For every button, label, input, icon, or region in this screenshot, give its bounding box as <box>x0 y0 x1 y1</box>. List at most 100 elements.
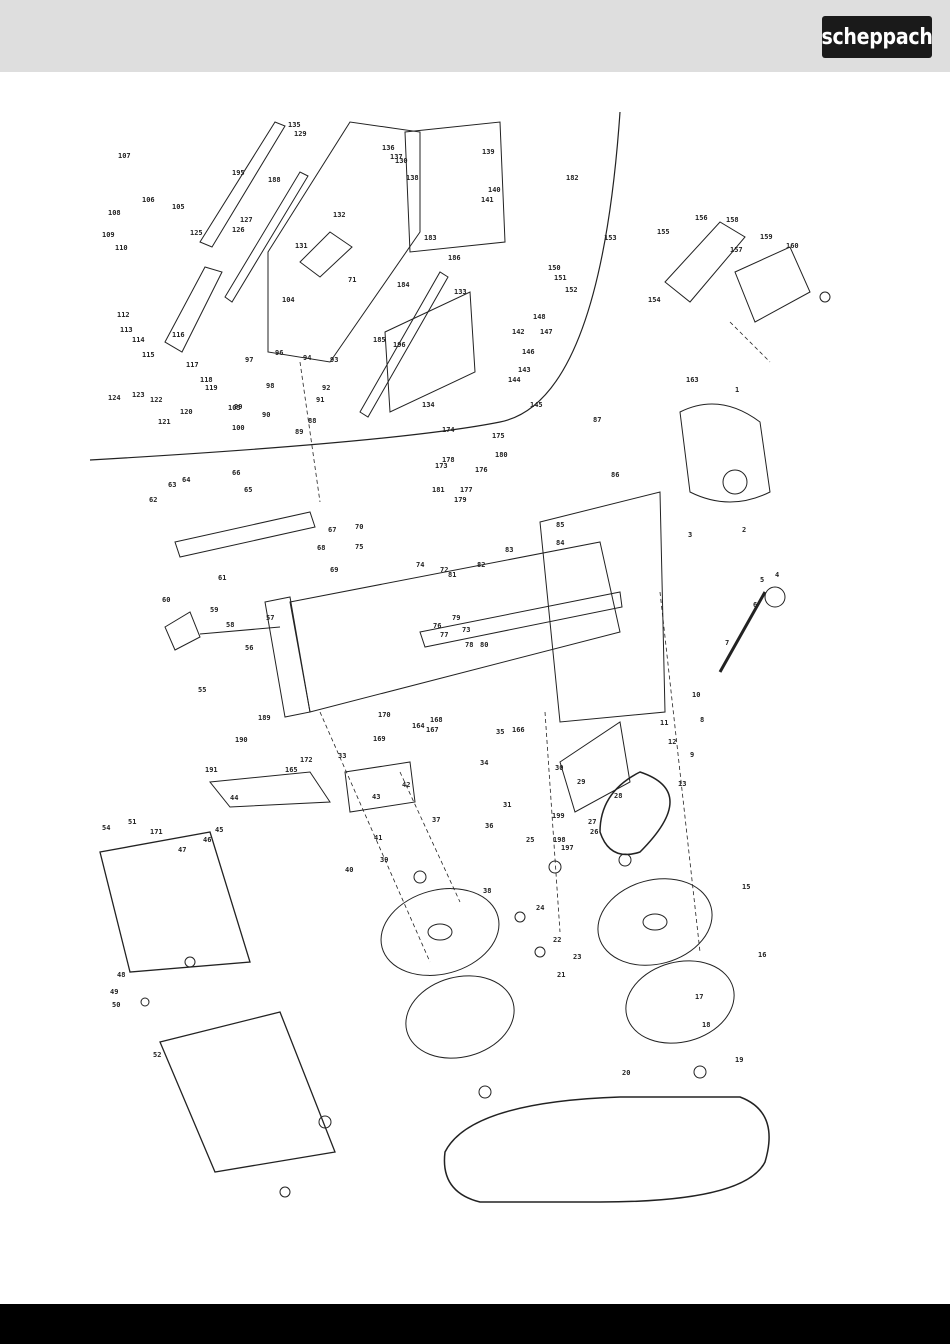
table-rail-lower <box>224 171 309 303</box>
svg-text:31: 31 <box>503 801 511 809</box>
svg-text:42: 42 <box>402 781 410 789</box>
svg-text:174: 174 <box>442 426 455 434</box>
svg-text:16: 16 <box>758 951 766 959</box>
svg-text:110: 110 <box>115 244 128 252</box>
svg-text:91: 91 <box>316 396 324 404</box>
svg-text:117: 117 <box>186 361 199 369</box>
svg-text:177: 177 <box>460 486 473 494</box>
svg-text:3: 3 <box>688 531 692 539</box>
svg-text:64: 64 <box>182 476 190 484</box>
frame-cross-member <box>419 591 623 648</box>
motor-shaft <box>722 469 748 495</box>
svg-text:164: 164 <box>412 722 425 730</box>
svg-text:131: 131 <box>295 242 308 250</box>
svg-text:41: 41 <box>374 834 382 842</box>
svg-text:1: 1 <box>735 386 739 394</box>
svg-text:84: 84 <box>556 539 564 547</box>
svg-text:73: 73 <box>462 626 470 634</box>
svg-text:83: 83 <box>505 546 513 554</box>
svg-text:105: 105 <box>172 203 185 211</box>
svg-text:113: 113 <box>120 326 133 334</box>
guard-cover <box>734 246 811 323</box>
svg-text:135: 135 <box>288 121 301 129</box>
svg-text:47: 47 <box>178 846 186 854</box>
upper-wheel-tire <box>405 975 515 1059</box>
lock-rod <box>199 626 281 635</box>
upper-wheel-left <box>380 888 500 976</box>
svg-text:172: 172 <box>300 756 313 764</box>
svg-text:65: 65 <box>244 486 252 494</box>
svg-text:29: 29 <box>577 778 585 786</box>
svg-text:51: 51 <box>128 818 136 826</box>
svg-text:19: 19 <box>735 1056 743 1064</box>
svg-text:106: 106 <box>142 196 155 204</box>
svg-text:104: 104 <box>282 296 295 304</box>
svg-text:2: 2 <box>742 526 746 534</box>
svg-text:121: 121 <box>158 418 171 426</box>
svg-text:155: 155 <box>657 228 670 236</box>
svg-text:143: 143 <box>518 366 531 374</box>
svg-text:60: 60 <box>162 596 170 604</box>
svg-text:195: 195 <box>232 169 245 177</box>
svg-text:145: 145 <box>530 401 543 409</box>
svg-text:178: 178 <box>442 456 455 464</box>
svg-text:63: 63 <box>168 481 176 489</box>
svg-text:183: 183 <box>424 234 437 242</box>
svg-text:23: 23 <box>573 953 581 961</box>
svg-text:96: 96 <box>275 349 283 357</box>
svg-text:57: 57 <box>266 614 274 622</box>
linkage-arm <box>209 771 331 808</box>
svg-text:112: 112 <box>117 311 130 319</box>
svg-text:4: 4 <box>775 571 779 579</box>
svg-text:81: 81 <box>448 571 456 579</box>
svg-text:50: 50 <box>112 1001 120 1009</box>
svg-text:103: 103 <box>228 404 241 412</box>
svg-text:93: 93 <box>330 356 338 364</box>
svg-text:5: 5 <box>760 576 764 584</box>
svg-text:13: 13 <box>678 780 686 788</box>
svg-text:40: 40 <box>345 866 353 874</box>
svg-text:85: 85 <box>556 521 564 529</box>
svg-text:132: 132 <box>333 211 346 219</box>
drive-belt <box>599 771 671 856</box>
svg-text:28: 28 <box>614 792 622 800</box>
svg-text:107: 107 <box>118 152 131 160</box>
svg-text:35: 35 <box>496 728 504 736</box>
lower-wheel-right-hub <box>642 913 668 931</box>
svg-text:196: 196 <box>393 341 406 349</box>
svg-text:18: 18 <box>702 1021 710 1029</box>
svg-text:74: 74 <box>416 561 424 569</box>
table-extension <box>384 291 476 413</box>
svg-text:76: 76 <box>433 622 441 630</box>
svg-text:153: 153 <box>604 234 617 242</box>
svg-text:98: 98 <box>266 382 274 390</box>
svg-text:71: 71 <box>348 276 356 284</box>
svg-text:141: 141 <box>481 196 494 204</box>
svg-text:89: 89 <box>295 428 303 436</box>
svg-text:25: 25 <box>526 836 534 844</box>
table-insert <box>299 231 353 278</box>
section-divider <box>89 111 621 461</box>
svg-text:181: 181 <box>432 486 445 494</box>
svg-text:12: 12 <box>668 738 676 746</box>
svg-text:189: 189 <box>258 714 271 722</box>
table-top <box>267 121 421 363</box>
svg-text:10: 10 <box>692 691 700 699</box>
svg-text:179: 179 <box>454 496 467 504</box>
svg-text:126: 126 <box>232 226 245 234</box>
svg-text:115: 115 <box>142 351 155 359</box>
fence-assembly <box>174 511 316 558</box>
svg-text:147: 147 <box>540 328 553 336</box>
svg-text:167: 167 <box>426 726 439 734</box>
svg-text:163: 163 <box>686 376 699 384</box>
wheel-4 <box>764 586 786 608</box>
svg-text:186: 186 <box>448 254 461 262</box>
svg-text:77: 77 <box>440 631 448 639</box>
svg-text:61: 61 <box>218 574 226 582</box>
svg-text:159: 159 <box>760 233 773 241</box>
svg-text:97: 97 <box>245 356 253 364</box>
svg-text:69: 69 <box>330 566 338 574</box>
svg-text:79: 79 <box>452 614 460 622</box>
svg-text:190: 190 <box>235 736 248 744</box>
svg-text:156: 156 <box>695 214 708 222</box>
